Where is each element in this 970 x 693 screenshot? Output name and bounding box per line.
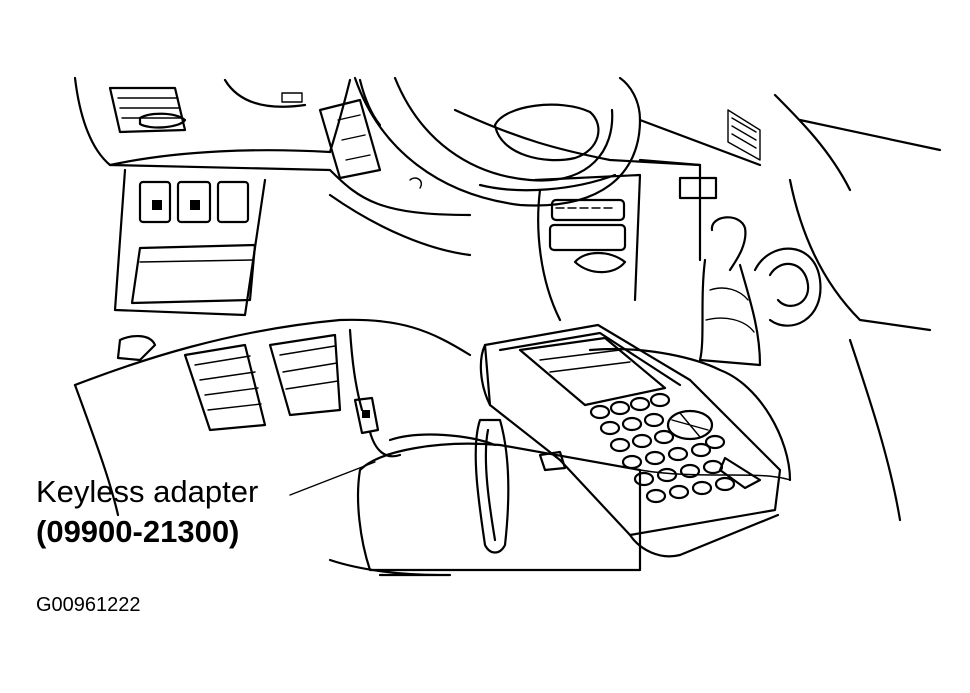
steering-wheel — [353, 76, 762, 207]
center-console — [533, 109, 761, 322]
callout-label-name: Keyless adapter — [36, 474, 259, 509]
floor-and-pedals — [73, 318, 902, 577]
callout-leader-line — [289, 461, 376, 496]
callout-part-number: (09900-21300) — [36, 514, 240, 549]
keypad — [589, 392, 762, 504]
scan-tool — [479, 323, 782, 558]
adapter-cable — [348, 328, 510, 554]
shift-lever — [698, 93, 942, 367]
lower-dash-panel — [113, 168, 472, 362]
figure-code: G00961222 — [36, 594, 141, 616]
